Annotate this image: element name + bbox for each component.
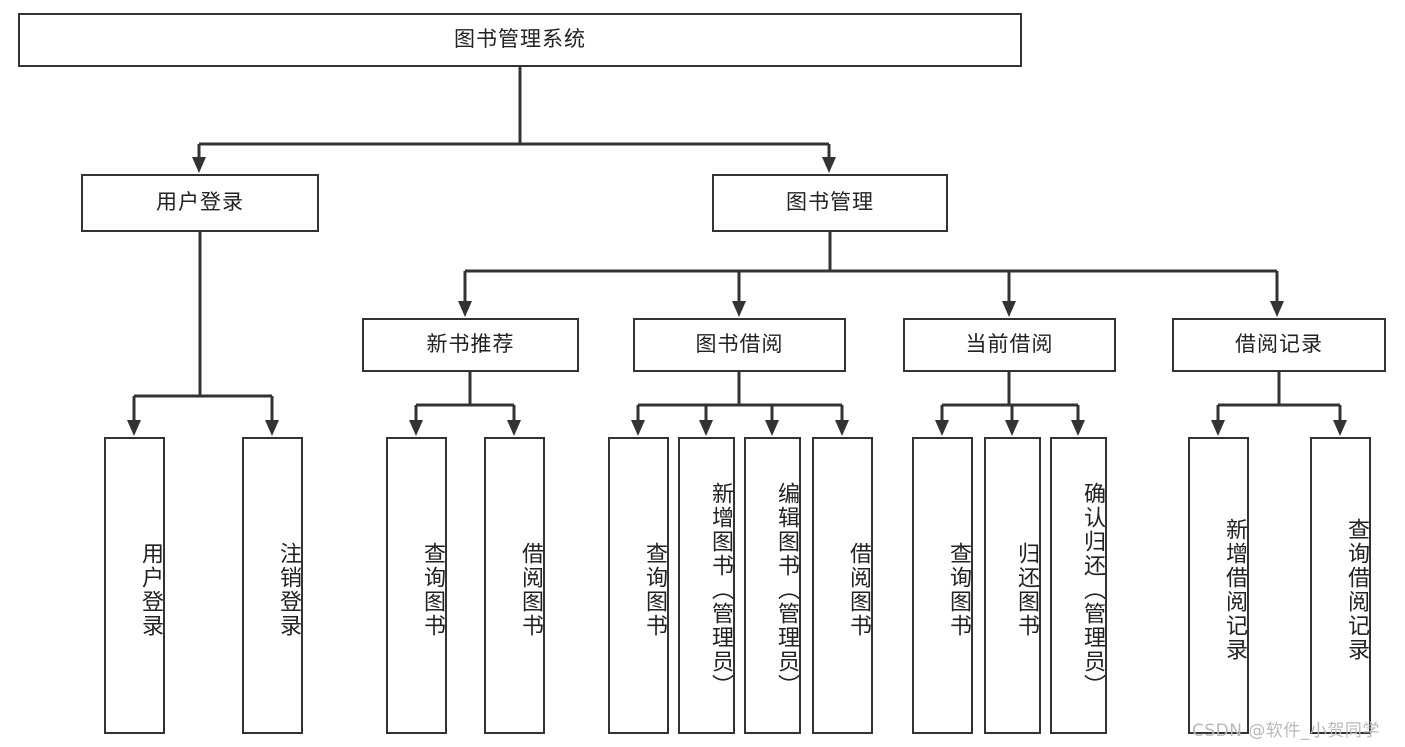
node-label: 图书管理: [786, 190, 874, 215]
node-current-borrow[interactable]: 当前借阅: [903, 318, 1116, 372]
node-label: 新书推荐: [426, 332, 515, 357]
node-label: 图书借阅: [695, 332, 784, 357]
node-label: 图书管理系统: [454, 27, 586, 52]
node-leaf-query-book-rec[interactable]: 查询图书: [386, 437, 447, 734]
node-leaf-query-record[interactable]: 查询借阅记录: [1310, 437, 1371, 734]
node-label: 当前借阅: [965, 332, 1054, 357]
node-label: 归还图书: [1014, 541, 1039, 638]
node-book-manage[interactable]: 图书管理: [712, 174, 948, 232]
node-leaf-add-record[interactable]: 新增借阅记录: [1188, 437, 1249, 734]
node-borrow-record[interactable]: 借阅记录: [1172, 318, 1386, 372]
node-leaf-query-book-b[interactable]: 查询图书: [608, 437, 669, 734]
node-leaf-user-login[interactable]: 用户登录: [104, 437, 165, 734]
node-label: 用户登录: [138, 541, 163, 638]
node-label: 新增图书（管理员）: [708, 481, 733, 698]
node-label: 注销登录: [276, 541, 301, 638]
node-label: 新增借阅记录: [1222, 517, 1247, 662]
node-label: 查询图书: [420, 541, 445, 638]
node-book-borrow[interactable]: 图书借阅: [633, 318, 846, 372]
node-label: 查询借阅记录: [1344, 517, 1369, 662]
node-label: 用户登录: [156, 190, 244, 215]
node-label: 借阅图书: [846, 541, 871, 638]
node-new-book-rec[interactable]: 新书推荐: [362, 318, 579, 372]
node-label: 借阅图书: [518, 541, 543, 638]
node-leaf-add-book[interactable]: 新增图书（管理员）: [678, 437, 735, 734]
node-leaf-return-book[interactable]: 归还图书: [984, 437, 1041, 734]
node-label: 查询图书: [946, 541, 971, 638]
node-leaf-user-logout[interactable]: 注销登录: [242, 437, 303, 734]
node-user-login[interactable]: 用户登录: [81, 174, 319, 232]
node-label: 编辑图书（管理员）: [774, 481, 799, 698]
node-leaf-borrow-book-rec[interactable]: 借阅图书: [484, 437, 545, 734]
node-root[interactable]: 图书管理系统: [18, 13, 1022, 67]
node-leaf-query-book-c[interactable]: 查询图书: [912, 437, 973, 734]
node-label: 确认归还（管理员）: [1080, 481, 1105, 698]
node-leaf-confirm-return[interactable]: 确认归还（管理员）: [1050, 437, 1107, 734]
node-leaf-edit-book[interactable]: 编辑图书（管理员）: [744, 437, 801, 734]
watermark-text: CSDN @软件_小贺同学: [1192, 721, 1380, 741]
node-label: 查询图书: [642, 541, 667, 638]
node-label: 借阅记录: [1235, 332, 1323, 357]
node-leaf-borrow-book-b[interactable]: 借阅图书: [812, 437, 873, 734]
